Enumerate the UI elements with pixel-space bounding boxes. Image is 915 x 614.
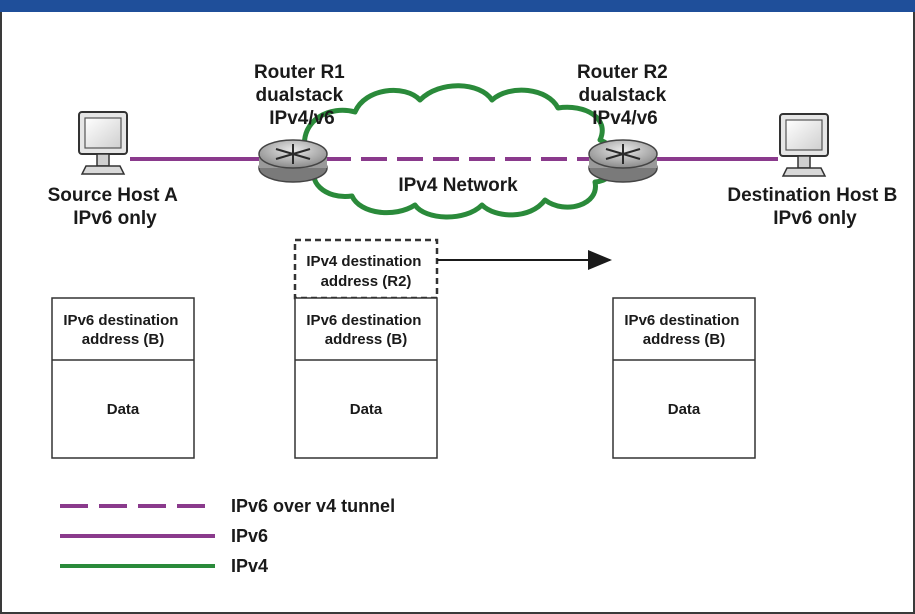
legend-label-ipv6: IPv6 [231, 526, 268, 546]
packet-host-a: IPv6 destination address (B) Data [51, 297, 195, 459]
packet-b-header: IPv6 destination address (B) [624, 312, 743, 348]
packet-host-b: IPv6 destination address (B) Data [612, 297, 756, 459]
packet-a-header: IPv6 destination address (B) [63, 312, 182, 348]
host-b-label: Destination Host B IPv6 only [727, 185, 902, 229]
router-r2-label: Router R2 dualstack IPv4/v6 [577, 62, 673, 129]
computer-icon-host-b [779, 113, 829, 177]
packet-tunnel-outer-header: IPv4 destination address (R2) [306, 253, 425, 290]
ipv4-network-label: IPv4 Network [398, 175, 518, 196]
legend-label-tunnel: IPv6 over v4 tunnel [231, 496, 395, 516]
legend-label-ipv4: IPv4 [231, 556, 268, 576]
router-r2-icon [588, 139, 658, 183]
host-a-label: Source Host A IPv6 only [48, 185, 183, 229]
packet-a-data: Data [107, 401, 140, 418]
ipv4-network-cloud [298, 83, 619, 220]
legend: IPv6 over v4 tunnel IPv6 IPv4 [60, 496, 395, 576]
computer-icon-host-a [78, 111, 128, 175]
packet-tunnel: IPv4 destination address (R2) IPv6 desti… [293, 238, 439, 459]
packet-tunnel-header: IPv6 destination address (B) [306, 312, 425, 348]
router-r1-label: Router R1 dualstack IPv4/v6 [254, 62, 350, 129]
packet-b-data: Data [668, 401, 701, 418]
router-r1-icon [258, 139, 328, 183]
top-color-bar [0, 0, 915, 12]
packet-tunnel-data: Data [350, 401, 383, 418]
